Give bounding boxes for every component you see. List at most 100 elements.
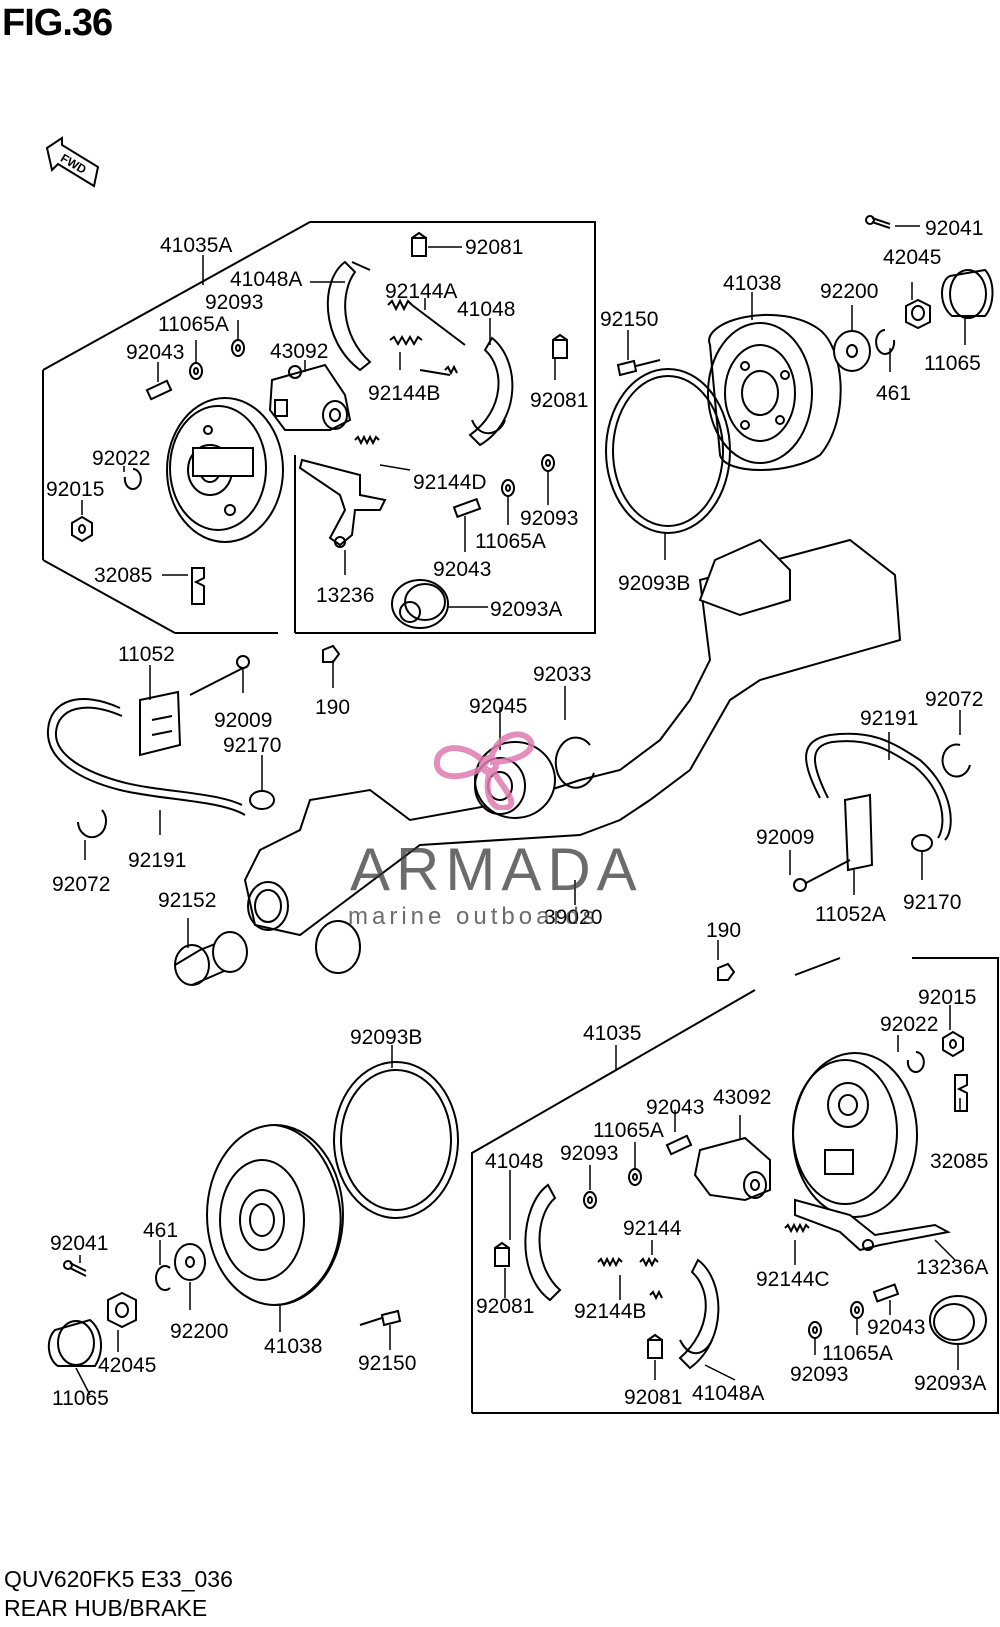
part-number-label: 92144B [368, 382, 440, 405]
spring-clip-32085-bottom [954, 1074, 968, 1112]
part-number-label: 11065A [593, 1119, 664, 1142]
brake-shoe-41048-top [468, 336, 514, 447]
brake-shoe-41048A-bottom [678, 1258, 720, 1370]
snap-ring-92022-top [123, 468, 142, 490]
part-number-label: 92144A [385, 280, 457, 303]
part-number-label: 92043 [433, 558, 491, 581]
clamp-92170-right [911, 834, 933, 852]
part-number-label: 42045 [98, 1354, 156, 1377]
hub-cap-11065-top [941, 268, 994, 319]
part-number-label: 92093B [350, 1026, 422, 1049]
washer-11065A-center [501, 479, 515, 497]
seal-92093A-top [391, 579, 449, 629]
washer-92093-left [231, 339, 245, 357]
part-number-label: 13236A [916, 1256, 988, 1279]
part-number-label: 11052A [815, 903, 886, 926]
part-number-label: 190 [706, 919, 741, 942]
brake-assembly-frame-bottom-right [471, 957, 999, 1414]
brake-shoe-41048A-top [326, 260, 372, 372]
pin-92043-bottom-left [665, 1134, 693, 1156]
brake-shoe-41048-bottom [524, 1183, 562, 1302]
watermark-brand: ARMADA [350, 836, 643, 903]
fwd-arrow-icon: FWD [45, 136, 100, 188]
clip-92081-right [552, 333, 568, 359]
seal-92093A-bottom [929, 1295, 987, 1345]
part-number-label: 41048 [457, 298, 515, 321]
clip-92072-right [941, 743, 971, 778]
washer-11065A-bottom-left [628, 1168, 642, 1186]
hub-cap-11065-bottom [47, 1318, 102, 1367]
part-number-label: 41048A [230, 268, 302, 291]
nut-92015-top [71, 515, 93, 543]
part-number-label: 92093 [520, 507, 578, 530]
axle-housing-39020 [243, 538, 902, 974]
brake-hose-92191-right [805, 732, 952, 841]
propeller-logo-icon [433, 731, 535, 810]
part-number-label: 92093 [560, 1142, 618, 1165]
part-number-label: 92043 [867, 1316, 925, 1339]
figure-title: FIG.36 [2, 2, 113, 44]
bracket-11052 [139, 690, 182, 757]
part-number-label: 461 [876, 382, 911, 405]
drum-seal-ring-top [605, 368, 731, 534]
spring-92144B [389, 334, 458, 376]
part-number-label: 42045 [883, 246, 941, 269]
washer-11065A-left [189, 362, 203, 380]
bolt-190-top [322, 644, 341, 663]
backing-plate-bottom-right [792, 1052, 918, 1218]
part-number-label: 92093 [790, 1363, 848, 1386]
spring-92144 [639, 1256, 659, 1268]
figure-caption: REAR HUB/BRAKE [4, 1595, 208, 1621]
part-number-label: 43092 [713, 1086, 771, 1109]
part-number-label: 92009 [214, 709, 272, 732]
part-number-label: 92093 [205, 291, 263, 314]
bolt-92150-top [616, 359, 661, 377]
part-number-label: 92191 [860, 707, 918, 730]
part-number-label: 92081 [530, 389, 588, 412]
snap-ring-461-top [875, 329, 896, 355]
bolt-92009-left [189, 655, 250, 696]
part-number-label: 92022 [880, 1013, 938, 1036]
part-number-label: 92150 [358, 1352, 416, 1375]
cotter-pin-92041-bottom [63, 1260, 87, 1277]
washer-92093-bottom-left [583, 1191, 597, 1209]
part-number-label: 92144D [413, 471, 487, 494]
circlip-92033 [554, 736, 595, 789]
part-number-label: 41035 [583, 1022, 641, 1045]
part-number-label: 92081 [624, 1386, 682, 1409]
bolt-92009-right [793, 859, 851, 892]
brake-drum-bottom-left [206, 1124, 344, 1306]
part-number-label: 92015 [46, 478, 104, 501]
part-number-label: 92072 [52, 873, 110, 896]
pin-92043-bottom-right [872, 1283, 900, 1303]
part-number-label: 41048 [485, 1150, 543, 1173]
part-number-label: 92041 [50, 1232, 108, 1255]
part-number-label: 92093A [490, 598, 562, 621]
brake-assembly-frame-top-left [42, 221, 596, 634]
part-number-label: 11065A [822, 1342, 893, 1365]
spring-92144D [354, 434, 380, 446]
clip-92072-left [77, 809, 107, 839]
model-code: QUV620FK5 E33_036 [4, 1566, 233, 1592]
part-number-label: 92152 [158, 889, 216, 912]
clip-92081-bottom-right [647, 1333, 663, 1359]
washer-11065A-bottom-right [850, 1301, 864, 1319]
watermark-tagline: marine outboards [348, 903, 599, 930]
pin-92043-center [452, 497, 482, 519]
spring-92144A [387, 298, 466, 346]
clamp-92170-left [249, 790, 275, 810]
part-number-label: 41048A [692, 1382, 764, 1405]
pin-92043-left [145, 379, 173, 401]
part-number-label: 11052 [118, 643, 175, 666]
leader-lines [75, 225, 966, 1396]
part-number-label: 32085 [930, 1150, 988, 1173]
brake-drum-top-right [707, 314, 842, 471]
washer-92200-top [833, 330, 871, 372]
part-number-label: 190 [315, 696, 350, 719]
wheel-cylinder-top [268, 363, 352, 431]
part-number-label: 41038 [723, 272, 781, 295]
castle-nut-42045-top [905, 298, 931, 330]
spring-clip-32085-top [191, 567, 205, 605]
bracket-11052A [843, 793, 874, 872]
bolt-92150-bottom [359, 1309, 402, 1327]
